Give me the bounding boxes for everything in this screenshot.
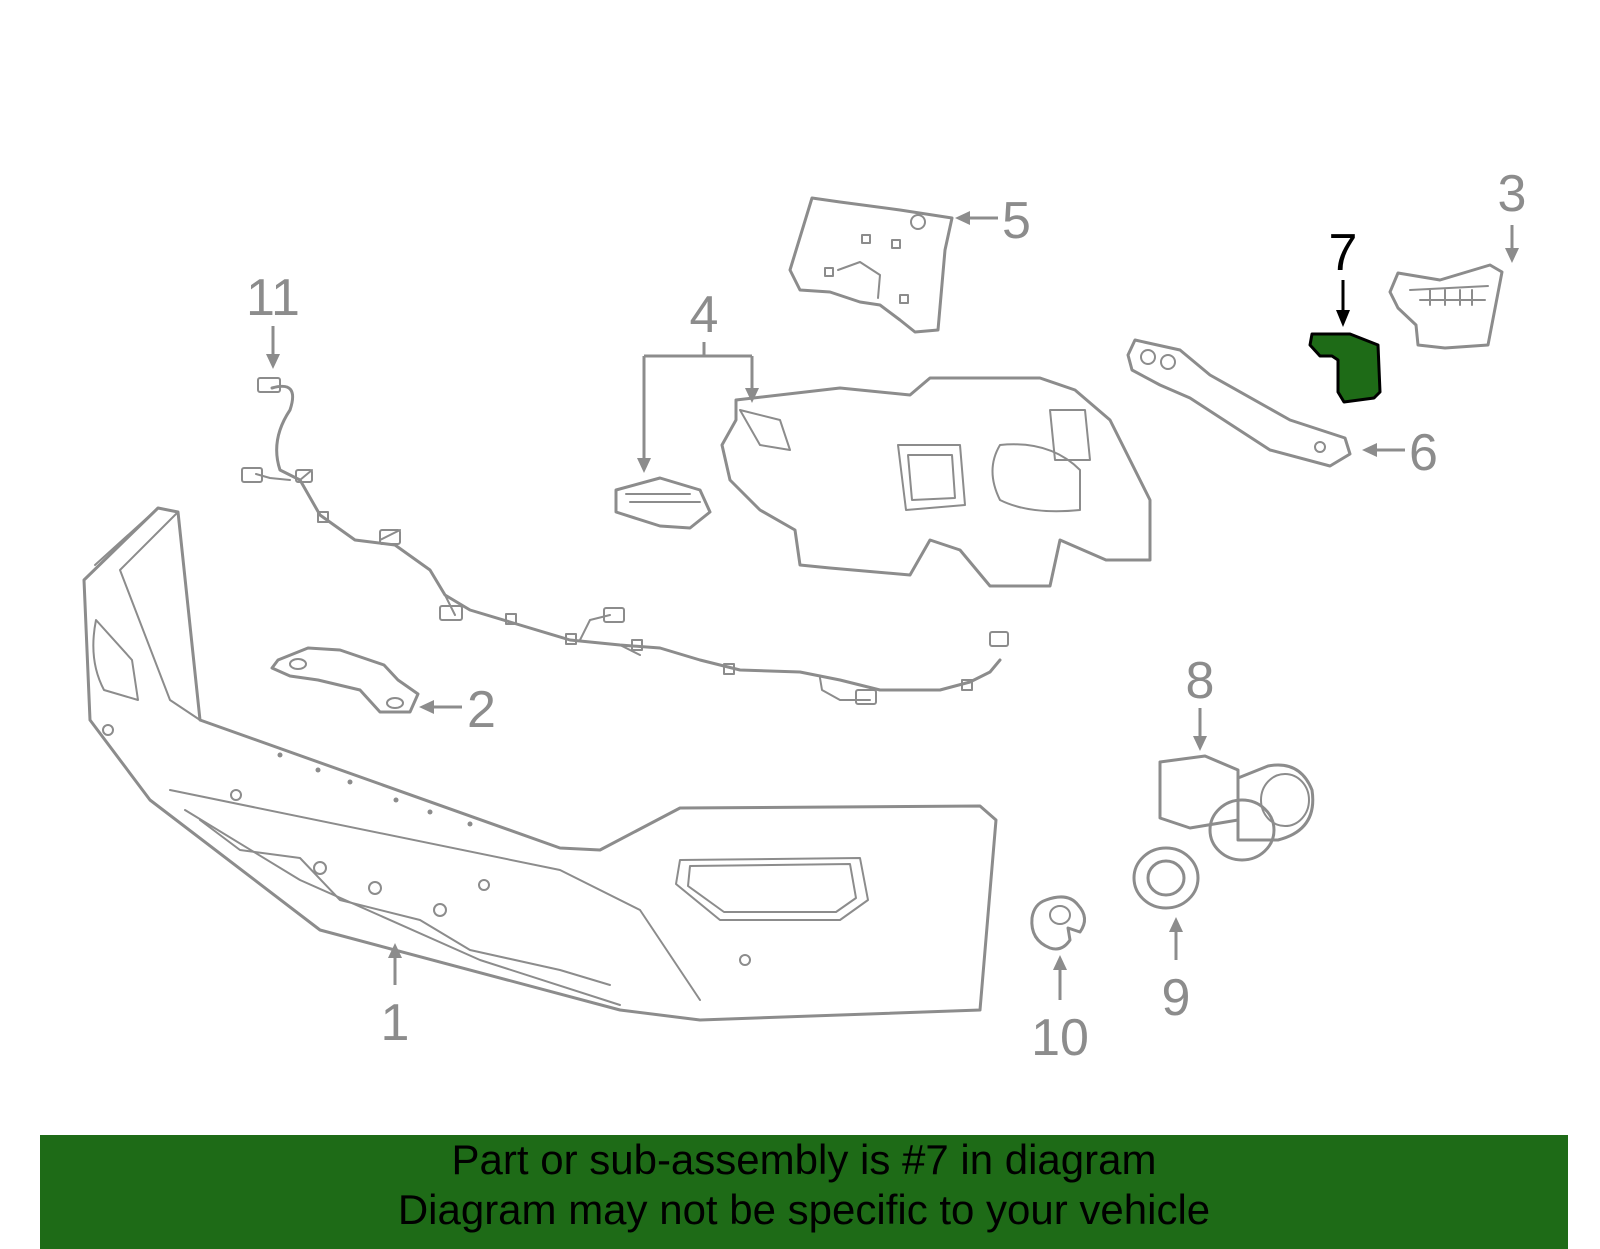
part-6-arm-bracket[interactable]: [1126, 338, 1352, 468]
part-2-bracket[interactable]: [270, 646, 420, 714]
part-8-sensor[interactable]: [1158, 754, 1315, 862]
part-5-upper-bracket[interactable]: [788, 196, 954, 334]
callout-11: 11: [246, 269, 300, 327]
info-banner: Part or sub-assembly is #7 in diagram Di…: [40, 1135, 1568, 1249]
callout-10: 10: [1031, 1009, 1089, 1067]
part-4-energy-absorber[interactable]: [614, 376, 1152, 588]
leader-lines: [266, 211, 1519, 1000]
callout-8: 8: [1186, 652, 1215, 710]
part-7-highlighted-bracket[interactable]: [1308, 332, 1382, 404]
callout-1: 1: [381, 994, 410, 1052]
callout-3: 3: [1498, 165, 1527, 223]
banner-line-1: Part or sub-assembly is #7 in diagram: [451, 1136, 1157, 1183]
part-1-bumper-cover[interactable]: [82, 506, 998, 1022]
callout-2: 2: [467, 681, 496, 739]
callout-7: 7: [1329, 224, 1358, 282]
part-3-side-bracket[interactable]: [1388, 263, 1504, 350]
callout-9: 9: [1162, 969, 1191, 1027]
callout-6: 6: [1409, 424, 1438, 482]
part-9-grommet[interactable]: [1132, 846, 1200, 910]
callout-5: 5: [1002, 192, 1031, 250]
banner-line-2: Diagram may not be specific to your vehi…: [397, 1186, 1211, 1233]
part-10-retainer[interactable]: [1030, 895, 1086, 951]
callout-labels: 1 2 3 4 5 6 7 8 9 10 11: [246, 165, 1526, 1067]
part-11-wiring-harness[interactable]: [241, 377, 1009, 705]
callout-4: 4: [690, 286, 719, 344]
